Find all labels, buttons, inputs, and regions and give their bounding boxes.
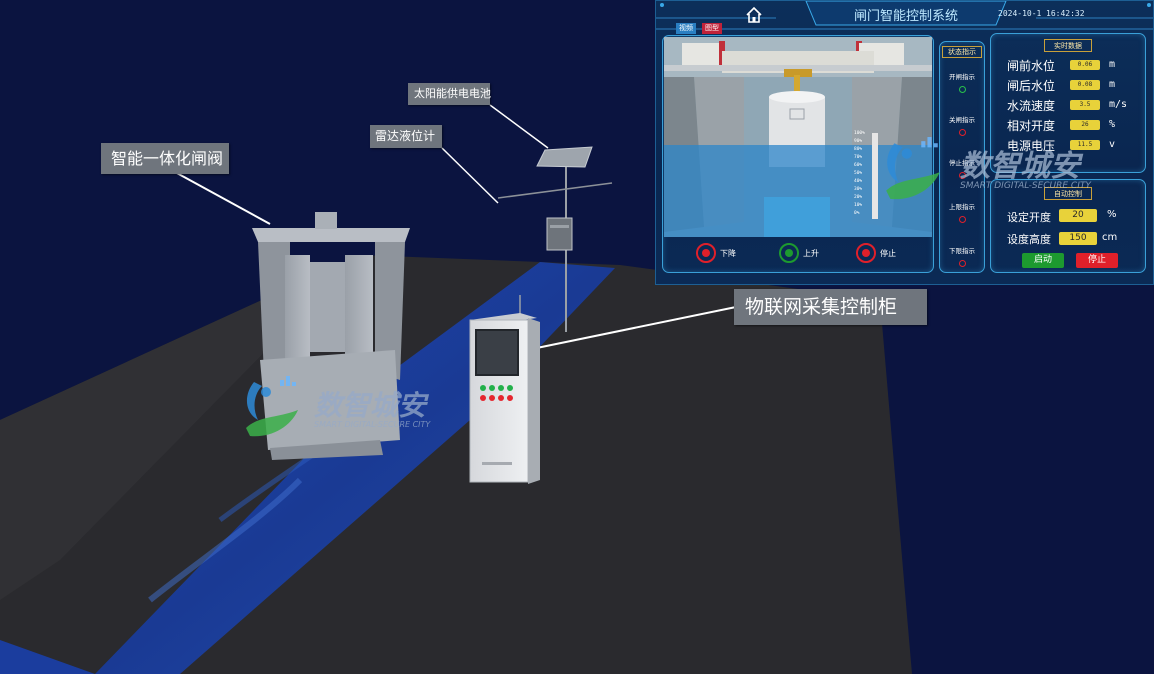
logo-name: 数智城安 [960,149,1080,184]
gauge-tick: 70% [854,155,863,160]
opening-unit: % [1107,209,1117,220]
gate-view-frame [662,35,934,273]
gauge-tick: 90% [854,139,863,144]
stop-label: 停止 [880,249,896,258]
height-unit: cm [1102,232,1118,243]
gate-structure[interactable] [252,212,410,460]
start-button[interactable]: 启动 [1022,253,1064,268]
hmi-time: 16:42:32 [1046,9,1085,18]
realtime-heading: 实时数据 [1044,39,1092,52]
gauge-tick: 30% [854,187,863,192]
row-label: 闸后水位 [1007,79,1056,93]
opening-label: 设定开度 [1007,211,1051,224]
down-arrow-icon [702,249,710,257]
opening-input[interactable]: 20 [1059,209,1097,222]
up-label: 上升 [803,249,819,258]
hmi-panel: 闸门智能控制系统 2024-10-1 16:42:32 视频 图型 100% 9… [655,0,1154,285]
logo-subtitle: SMART DIGITAL-SECURE CITY [314,420,431,429]
solar-pole[interactable] [497,146,613,332]
gate-callout-label: 智能一体化闸阀 [101,143,229,174]
tab-graph[interactable]: 图型 [702,23,722,34]
row-value: 11.5 [1070,140,1100,150]
down-label: 下降 [720,249,736,258]
gauge-tick: 60% [854,163,863,168]
row-label: 闸前水位 [1007,59,1056,73]
row-unit: m [1109,79,1116,90]
gauge-tick: 10% [854,203,863,208]
home-icon[interactable] [745,6,763,24]
gauge-tick: 80% [854,147,863,152]
row-value: 0.06 [1070,60,1100,70]
row-unit: % [1109,119,1116,130]
control-cabinet[interactable] [469,295,540,484]
row-value: 26 [1070,120,1100,130]
logo-emblem-icon [886,137,940,200]
realtime-frame [990,33,1146,173]
status-closed: 关闸指示 [940,114,984,136]
water-channel-edge [0,640,95,674]
logo-emblem-icon [246,376,298,437]
water-ripple [148,477,303,603]
stop-button[interactable]: 停止 [1076,253,1118,268]
height-input[interactable]: 150 [1059,232,1097,245]
tab-video[interactable]: 视频 [676,23,696,34]
row-label: 电源电压 [1007,139,1056,153]
hmi-watermark-logo: 数智城安 SMART DIGITAL-SECURE CITY [880,131,1140,211]
logo-subtitle: SMART DIGITAL-SECURE CITY [960,181,1091,191]
radar-callout-label: 雷达液位计 [370,125,442,148]
solar-callout-label: 太阳能供电电池 [408,83,491,105]
gate-leader-line [174,171,271,225]
auto-control-frame [990,179,1146,273]
status-open: 开闸指示 [940,71,984,93]
status-frame [939,41,985,273]
row-label: 相对开度 [1007,119,1056,133]
gauge-tick: 0% [854,211,860,216]
radar-leader-line [441,147,499,204]
gauge-tick: 40% [854,179,863,184]
status-stop: 停止指示 [940,157,984,179]
status-upper-limit: 上限指示 [940,201,984,223]
row-value: 3.5 [1070,100,1100,110]
row-label: 水流速度 [1007,99,1056,113]
height-label: 设度高度 [1007,233,1051,246]
cabinet-leader-line [526,306,737,351]
gauge-tick: 100% [854,131,865,136]
row-value: 0.08 [1070,80,1100,90]
gauge-tick: 50% [854,171,863,176]
status-lower-limit: 下限指示 [940,245,984,267]
row-unit: m/s [1109,99,1128,110]
logo-name: 数智城安 [314,389,427,422]
stop-icon [862,249,870,257]
hmi-title: 闸门智能控制系统 [853,9,958,24]
cabinet-buttons [480,385,513,401]
solar-leader-line [489,104,549,149]
row-unit: v [1109,139,1116,150]
row-unit: m [1109,59,1116,70]
watermark-logo: 数智城安 SMART DIGITAL-SECURE CITY [240,372,450,444]
hmi-date: 2024-10-1 [998,9,1042,18]
up-arrow-icon [785,249,793,257]
hmi-titlebar [656,1,1153,30]
gauge-tick: 20% [854,195,863,200]
cabinet-callout-label: 物联网采集控制柜 [734,289,927,325]
status-heading: 状态指示 [942,46,982,58]
auto-control-heading: 自动控制 [1044,187,1092,200]
